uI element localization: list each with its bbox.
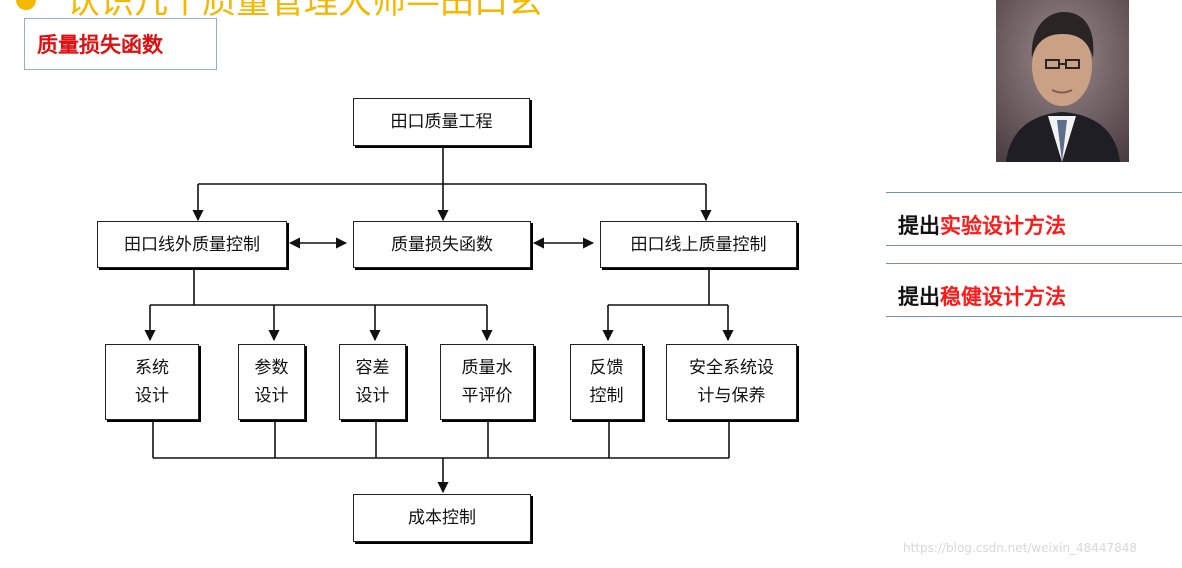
node-cost-control: 成本控制 <box>353 494 531 542</box>
claim-robust-design: 提出稳健设计方法 <box>898 281 1066 311</box>
node-line: 参数 <box>254 358 289 378</box>
divider-line <box>886 263 1182 264</box>
slide-title-text: 认识几个质量管理大师—田口玄 <box>66 0 542 22</box>
claim-highlight: 稳健设计方法 <box>940 285 1066 309</box>
node-system-design: 系统 设计 <box>105 344 199 420</box>
node-tolerance-design: 容差 设计 <box>339 344 406 420</box>
node-root-label: 田口质量工程 <box>390 112 493 132</box>
node-line: 设计 <box>135 386 169 406</box>
watermark: https://blog.csdn.net/weixin_48447848 <box>903 541 1138 555</box>
node-safety-system: 安全系统设 计与保养 <box>666 344 797 420</box>
divider-line <box>886 245 1182 246</box>
node-offline-control-label: 田口线外质量控制 <box>124 234 260 255</box>
node-loss-function: 质量损失函数 <box>353 221 531 268</box>
node-online-control-label: 田口线上质量控制 <box>630 234 767 255</box>
bullet-icon <box>16 0 36 10</box>
topic-tag-text: 质量损失函数 <box>37 33 163 57</box>
node-quality-evaluation: 质量水 平评价 <box>440 344 534 420</box>
node-feedback-control: 反馈 控制 <box>570 344 643 420</box>
node-parameter-design: 参数 设计 <box>238 344 305 420</box>
node-line: 设计 <box>254 386 289 406</box>
claim-experiment-design: 提出实验设计方法 <box>898 210 1066 240</box>
node-online-control: 田口线上质量控制 <box>600 221 797 268</box>
node-line: 设计 <box>355 386 390 406</box>
node-line: 系统 <box>135 358 169 378</box>
portrait-icon <box>996 0 1129 162</box>
node-line: 安全系统设 <box>689 358 774 378</box>
node-offline-control: 田口线外质量控制 <box>97 221 287 268</box>
node-line: 平评价 <box>461 386 513 406</box>
claim-highlight: 实验设计方法 <box>940 214 1066 238</box>
claim-prefix: 提出 <box>898 214 940 238</box>
divider-line <box>886 192 1182 193</box>
portrait-photo <box>996 0 1129 162</box>
node-line: 容差 <box>355 358 390 378</box>
node-line: 控制 <box>589 386 624 406</box>
divider-line <box>886 316 1182 317</box>
node-line: 质量水 <box>461 358 513 378</box>
node-line: 计与保养 <box>697 386 766 406</box>
slide-title: 认识几个质量管理大师—田口玄 <box>16 0 542 22</box>
node-cost-control-label: 成本控制 <box>408 508 476 528</box>
topic-tag: 质量损失函数 <box>24 18 217 70</box>
node-root: 田口质量工程 <box>353 98 530 146</box>
claim-prefix: 提出 <box>898 285 940 309</box>
node-loss-function-label: 质量损失函数 <box>391 234 493 255</box>
node-line: 反馈 <box>589 358 624 378</box>
